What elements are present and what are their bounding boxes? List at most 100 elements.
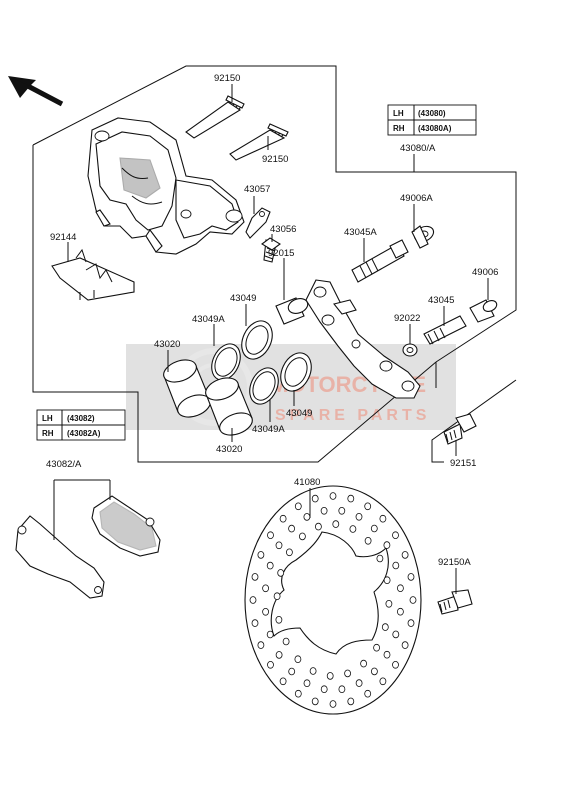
- label-92150-upper: 92150: [214, 73, 240, 84]
- rotor-hole: [257, 551, 265, 559]
- label-43057: 43057: [244, 184, 270, 195]
- rotor-hole: [288, 524, 296, 533]
- rotor-hole: [303, 679, 311, 687]
- rotor-hole: [285, 548, 293, 557]
- pads-table-rh-part: (43082A): [67, 429, 101, 438]
- label-92150a: 92150A: [438, 557, 471, 568]
- rotor-hole: [266, 630, 274, 639]
- rotor-hole: [251, 573, 259, 581]
- label-92151: 92151: [450, 458, 476, 469]
- label-43049-upper: 43049: [230, 293, 256, 304]
- rotor-hole: [347, 697, 355, 706]
- rotor-hole: [373, 643, 381, 652]
- label-43056: 43056: [270, 224, 296, 235]
- rotor-hole: [279, 677, 287, 686]
- rotor-hole: [383, 541, 391, 549]
- washer-92022: [402, 343, 418, 357]
- label-43045a: 43045A: [344, 227, 377, 238]
- rotor-hole: [370, 667, 378, 676]
- rotor-hole: [282, 637, 290, 646]
- bolt-92150a: [437, 589, 473, 615]
- rotor-hole: [320, 506, 328, 515]
- rotor-hole: [379, 677, 387, 686]
- rotor-hole: [329, 700, 337, 708]
- clip-43057: [245, 207, 271, 239]
- rotor-hole: [379, 514, 387, 523]
- rotor-hole: [355, 512, 363, 521]
- seal-43049-upper: [241, 320, 273, 360]
- rotor-hole: [370, 524, 378, 533]
- label-92150-lower: 92150: [262, 154, 288, 165]
- label-41080: 41080: [294, 477, 320, 488]
- slide-pin-43045: [423, 315, 467, 345]
- rotor-hole: [298, 532, 306, 541]
- rotor-hole: [338, 506, 346, 515]
- label-43080a: 43080/A: [400, 143, 436, 154]
- rotor-hole: [364, 502, 372, 511]
- label-43049a-lower: 43049A: [252, 424, 285, 435]
- rotor-hole: [294, 689, 302, 698]
- rotor-hole: [267, 531, 274, 539]
- rotor-hole: [409, 596, 417, 604]
- part-labels: 92150 92150 43057 43056 92144 43080/A 49…: [46, 73, 498, 568]
- rotor-hole: [360, 659, 368, 668]
- rotor-hole: [273, 592, 281, 600]
- sleeve-92015: [275, 297, 309, 325]
- label-92015: 92015: [268, 248, 294, 259]
- leader-lines: [53, 84, 489, 594]
- rotor-hole: [251, 619, 259, 627]
- brake-disc-illustration: [244, 485, 422, 715]
- rotor-hole: [275, 651, 283, 659]
- seal-43049a-upper: [211, 343, 241, 381]
- rotor-hole: [309, 667, 317, 675]
- rotor-hole: [355, 679, 363, 687]
- brake-pads-illustration: [15, 495, 161, 599]
- caliper-table-rh-side: RH: [393, 124, 405, 133]
- rotor-hole: [347, 494, 355, 503]
- pads-side-table: LH (43082) RH (43082A): [36, 409, 126, 441]
- rotor-hole: [257, 641, 265, 649]
- rotor-hole: [381, 623, 389, 631]
- rotor-hole: [332, 520, 340, 528]
- rotor-hole: [279, 514, 287, 523]
- pads-table-lh-part: (43082): [67, 414, 95, 423]
- rotor-hole: [396, 584, 404, 592]
- label-43049a-upper: 43049A: [192, 314, 225, 325]
- boot-49006: [469, 299, 498, 323]
- pads-table-rh-side: RH: [42, 429, 54, 438]
- slide-pin-43045a: [351, 239, 409, 283]
- rotor-hole: [262, 607, 270, 616]
- rotor-hole: [294, 502, 302, 511]
- label-43049-lower: 43049: [286, 408, 312, 419]
- rotor-hole: [311, 494, 319, 503]
- rotor-hole: [314, 522, 322, 531]
- rotor-hole: [364, 536, 372, 545]
- rotor-hole: [344, 669, 352, 678]
- boot-49006a: [411, 225, 435, 249]
- seal-43049a-lower: [249, 367, 279, 405]
- piston-43020-upper: [163, 359, 211, 418]
- pads-table-lh-side: LH: [42, 414, 53, 423]
- bolt-92151: [443, 413, 477, 445]
- bleeder-43056: [261, 237, 281, 263]
- rotor-hole: [277, 569, 285, 577]
- pin-92150-lower: [229, 123, 289, 161]
- pad-spring-92144: [51, 248, 135, 301]
- rotor-hole: [249, 596, 257, 604]
- rotor-hole: [392, 531, 399, 539]
- label-43020-lower: 43020: [216, 444, 242, 455]
- label-92022: 92022: [394, 313, 420, 324]
- rotor-hole: [266, 561, 274, 570]
- rotor-hole: [329, 492, 337, 500]
- rotor-hole: [392, 660, 399, 669]
- watermark-brand-line2: SPARE PARTS: [275, 407, 430, 424]
- rotor-hole: [392, 561, 400, 570]
- piston-43020-lower: [205, 377, 253, 436]
- caliper-bracket-illustration: [305, 279, 421, 399]
- caliper-assembly-frame: [32, 65, 517, 463]
- rotor-hole: [349, 525, 357, 533]
- rotor-hole: [364, 689, 372, 698]
- caliper-side-table: LH (43080) RH (43080A): [387, 104, 477, 136]
- label-49006a: 49006A: [400, 193, 433, 204]
